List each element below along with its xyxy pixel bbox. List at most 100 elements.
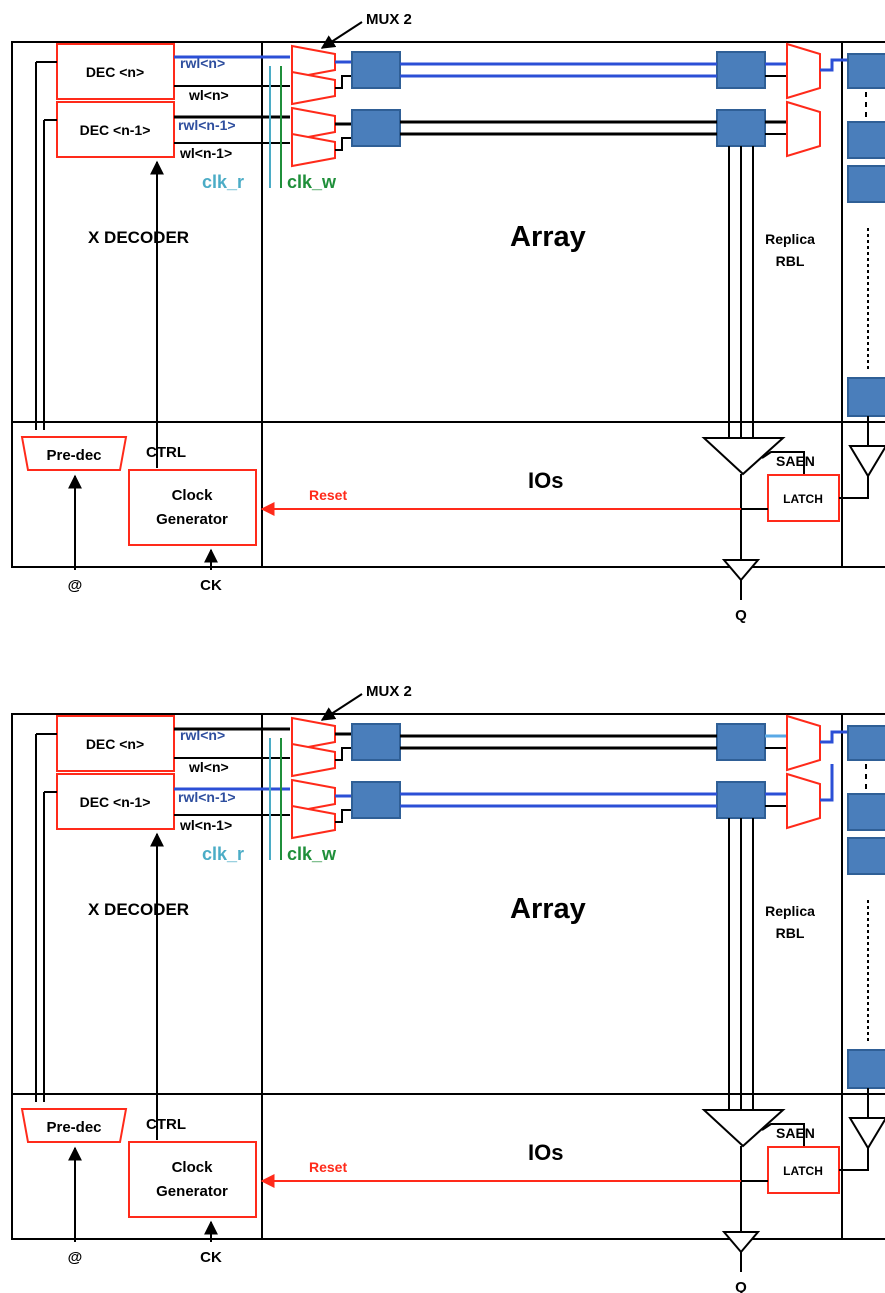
reset-label: Reset — [309, 1159, 347, 1175]
saen-wire — [761, 451, 805, 475]
sense-amp — [701, 437, 786, 476]
rwl-n-label: rwl<n> — [180, 55, 225, 71]
sram-panel: MUX 2 DEC <n> DEC <n-1> rwl<n> wl<n> rwl… — [11, 11, 885, 624]
replica-cell-1 — [847, 725, 885, 761]
dec-n-box — [56, 715, 175, 772]
mux-left-4 — [291, 804, 336, 840]
mux-pointer — [320, 693, 363, 721]
mux-left-1 — [291, 716, 336, 752]
array-label: Array — [510, 221, 586, 253]
output-buffer — [721, 1231, 761, 1254]
ck-input-label: CK — [200, 1249, 222, 1266]
replica-cell-2 — [847, 121, 885, 159]
predec-box — [20, 1108, 128, 1143]
mux-to-cell-b-bot — [335, 137, 352, 151]
latch-box — [767, 474, 840, 522]
latch-label: LATCH — [783, 1164, 823, 1178]
mux-left-1 — [291, 44, 336, 80]
dec-n1-label: DEC <n-1> — [80, 794, 151, 810]
clk-w-label: clk_w — [287, 172, 337, 192]
saen-label: SAEN — [776, 1125, 815, 1141]
addr-input-label: @ — [68, 1249, 83, 1266]
latch-box — [767, 1146, 840, 1194]
rwl-n1-label: rwl<n-1> — [178, 117, 236, 133]
rmux-out-wire — [820, 730, 848, 744]
panel-frame — [11, 713, 885, 1240]
ios-label: IOs — [528, 1140, 563, 1165]
ck-input-label: CK — [200, 577, 222, 594]
clock-generator-box — [128, 1141, 257, 1218]
mux-to-cell-a-bot — [335, 747, 352, 761]
mux-right-2 — [786, 772, 821, 830]
clock-generator-line1: Clock — [172, 1159, 214, 1176]
clock-generator-box — [128, 469, 257, 546]
clk-r-label: clk_r — [202, 172, 244, 192]
replica-cell-3 — [847, 837, 885, 875]
mux-pointer — [320, 21, 363, 49]
mux-right-1 — [786, 42, 821, 100]
mux-left-4 — [291, 132, 336, 168]
bitcell-right-top — [716, 723, 766, 761]
mux-label: MUX 2 — [366, 11, 412, 28]
reset-label: Reset — [309, 487, 347, 503]
saen-wire — [761, 1123, 805, 1147]
mux-left-3 — [291, 106, 336, 142]
addr-input-label: @ — [68, 577, 83, 594]
mux-to-cell-a-bot — [335, 75, 352, 89]
bitcell-right-top — [716, 51, 766, 89]
x-decoder-label: X DECODER — [88, 900, 189, 919]
mux-to-cell-b-bot — [335, 809, 352, 823]
bitcell-left-bottom — [351, 109, 401, 147]
clock-generator-line2: Generator — [156, 511, 228, 528]
wl-n-label: wl<n> — [188, 87, 229, 103]
mux-left-2 — [291, 742, 336, 778]
replica-label-line1: Replica — [765, 903, 815, 919]
array-label: Array — [510, 893, 586, 925]
left-mux-group — [291, 716, 336, 840]
wl-n1-label: wl<n-1> — [179, 145, 232, 161]
panel-upper: MUX 2 DEC <n> DEC <n-1> rwl<n> wl<n> rwl… — [11, 11, 885, 624]
rmux-out-wire-2 — [820, 764, 834, 802]
replica-cell-4 — [847, 377, 885, 417]
rwl-n1-label: rwl<n-1> — [178, 789, 236, 805]
ctrl-label: CTRL — [146, 1116, 186, 1133]
output-buffer — [721, 559, 761, 582]
mux-left-2 — [291, 70, 336, 106]
dec-n1-label: DEC <n-1> — [80, 122, 151, 138]
replica-cell-4 — [847, 1049, 885, 1089]
sense-amp — [701, 1109, 786, 1148]
latch-label: LATCH — [783, 492, 823, 506]
sram-panel: MUX 2 DEC <n> DEC <n-1> rwl<n> wl<n> rwl… — [11, 683, 885, 1293]
replica-to-latch — [839, 476, 869, 499]
clk-r-label: clk_r — [202, 844, 244, 864]
bitcell-right-bottom — [716, 109, 766, 147]
replica-cell-2 — [847, 793, 885, 831]
replica-cell-1 — [847, 53, 885, 89]
mux-label: MUX 2 — [366, 683, 412, 700]
x-decoder-label: X DECODER — [88, 228, 189, 247]
rmux-out-wire — [820, 58, 848, 72]
bitcell-left-top — [351, 51, 401, 89]
panel-lower: MUX 2 DEC <n> DEC <n-1> rwl<n> wl<n> rwl… — [11, 683, 885, 1293]
predec-box — [20, 436, 128, 471]
replica-label-line2: RBL — [776, 253, 805, 269]
clock-generator-line2: Generator — [156, 1183, 228, 1200]
wl-n-label: wl<n> — [188, 759, 229, 775]
mux-right-1 — [786, 714, 821, 772]
dec-n-box — [56, 43, 175, 100]
panel-frame — [11, 41, 885, 568]
ios-label: IOs — [528, 468, 563, 493]
rwl-n-label: rwl<n> — [180, 727, 225, 743]
bitcell-left-bottom — [351, 781, 401, 819]
q-output-label: Q — [735, 1279, 747, 1293]
replica-to-latch — [839, 1148, 869, 1171]
replica-label-line2: RBL — [776, 925, 805, 941]
dec-n1-box — [56, 773, 175, 830]
dec-n-label: DEC <n> — [86, 64, 144, 80]
bitcell-left-top — [351, 723, 401, 761]
left-mux-group — [291, 44, 336, 168]
clk-w-label: clk_w — [287, 844, 337, 864]
dec-n-label: DEC <n> — [86, 736, 144, 752]
clock-generator-line1: Clock — [172, 487, 214, 504]
